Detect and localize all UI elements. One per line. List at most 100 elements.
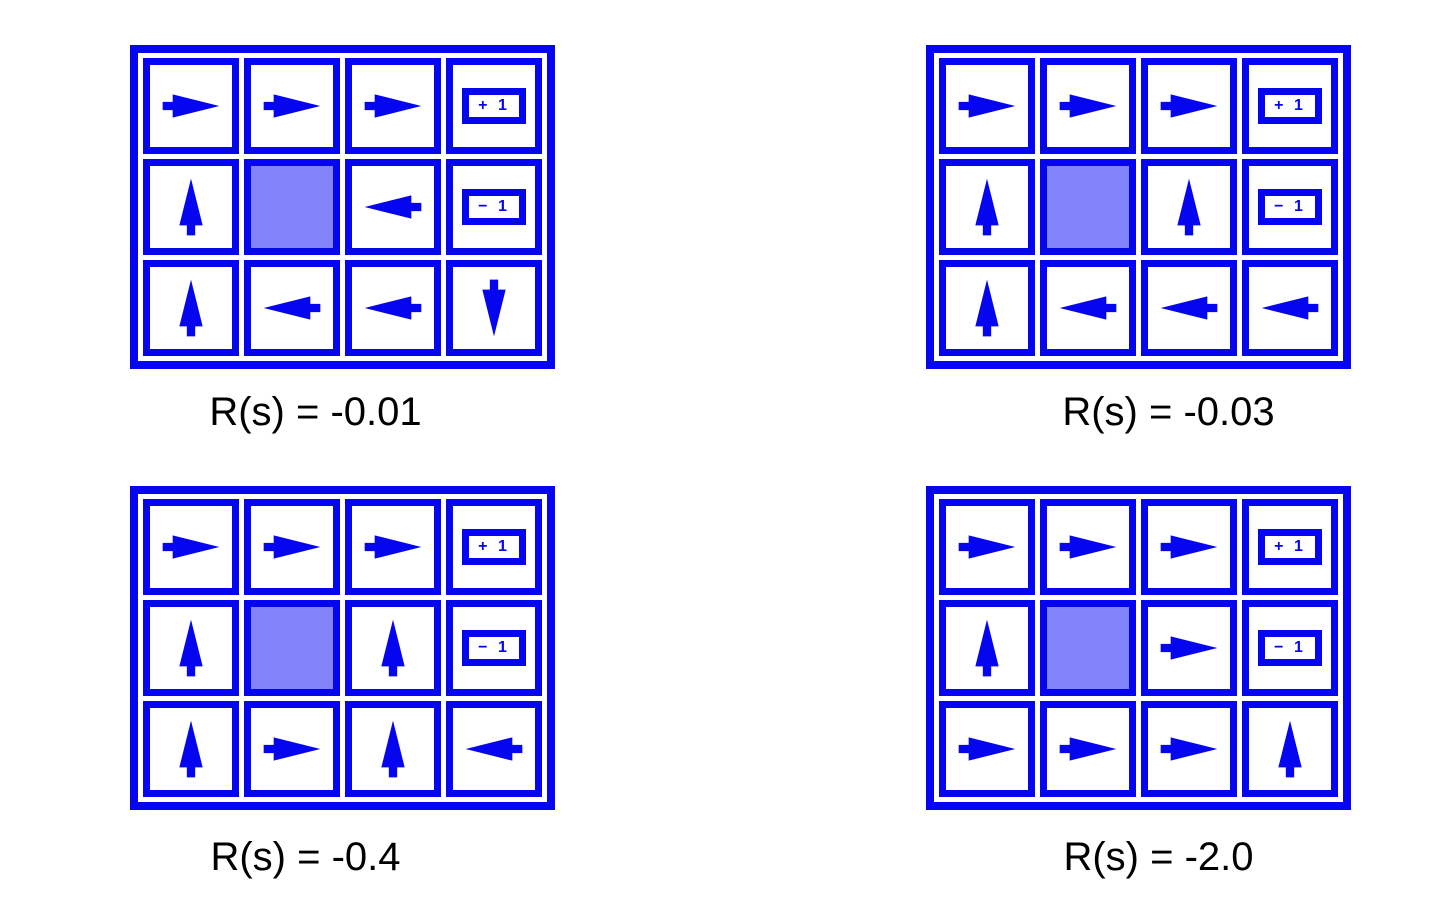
grid-cell: + 1 [446,499,542,595]
grid-cell [1141,159,1237,255]
grid-cell [244,701,340,797]
arrow-up-icon [975,178,999,236]
blocked-cell [244,159,340,255]
arrow-right-icon [958,94,1016,118]
terminal-plus-one: + 1 [1258,88,1322,124]
blocked-cell [1040,600,1136,696]
grid-cell: − 1 [1242,159,1338,255]
arrow-right-icon [364,535,422,559]
blocked-cell [244,600,340,696]
grid-cell: + 1 [1242,499,1338,595]
grid-cell [244,260,340,356]
grid-cell [1040,58,1136,154]
policy-grid-2: + 1 − 1 [926,45,1351,369]
arrow-right-icon [1160,737,1218,761]
terminal-plus-one: + 1 [462,88,526,124]
grid-cell: + 1 [446,58,542,154]
terminal-minus-one: − 1 [462,630,526,666]
arrow-up-icon [975,279,999,337]
grid-cell [345,499,441,595]
reward-label: R(s) = -0.03 [1062,390,1275,434]
arrow-right-icon [958,535,1016,559]
policy-grid-3: + 1 − 1 [130,486,555,810]
grid-cell [1141,58,1237,154]
grid-cell [143,499,239,595]
grid-cell [939,260,1035,356]
arrow-right-icon [1059,535,1117,559]
grid-cell [939,701,1035,797]
arrow-right-icon [1059,94,1117,118]
grid-cell [939,159,1035,255]
grid-cell [446,701,542,797]
arrow-right-icon [364,94,422,118]
grid-cell [1141,499,1237,595]
grid-cell [143,260,239,356]
grid-cell [446,260,542,356]
grid-cell [1141,260,1237,356]
terminal-plus-one: + 1 [462,529,526,565]
arrow-up-icon [179,279,203,337]
arrow-up-icon [975,619,999,677]
arrow-right-icon [162,94,220,118]
arrow-right-icon [162,535,220,559]
grid-cell [1141,701,1237,797]
grid-cell [939,600,1035,696]
arrow-right-icon [958,737,1016,761]
arrow-up-icon [1278,720,1302,778]
arrow-right-icon [263,737,321,761]
arrow-right-icon [1160,636,1218,660]
blocked-cell [1040,159,1136,255]
grid-cell: − 1 [446,159,542,255]
grid-cell [244,58,340,154]
arrow-left-icon [364,195,422,219]
grid-cell [143,600,239,696]
arrow-up-icon [381,619,405,677]
arrow-left-icon [1059,296,1117,320]
arrow-left-icon [263,296,321,320]
grid-cell [244,499,340,595]
grid-cell: − 1 [1242,600,1338,696]
terminal-minus-one: − 1 [462,189,526,225]
arrow-up-icon [179,720,203,778]
arrow-right-icon [1160,94,1218,118]
arrow-left-icon [465,737,523,761]
grid-cell [345,159,441,255]
grid-cell [939,58,1035,154]
grid-cell: + 1 [1242,58,1338,154]
arrow-left-icon [1160,296,1218,320]
grid-cell [1242,260,1338,356]
grid-cell [143,159,239,255]
policy-grid-1: + 1 − 1 [130,45,555,369]
arrow-right-icon [1160,535,1218,559]
arrow-down-icon [482,279,506,337]
grid-cell [345,58,441,154]
arrow-left-icon [364,296,422,320]
arrow-up-icon [1177,178,1201,236]
grid-cell [939,499,1035,595]
grid-cell [1242,701,1338,797]
arrow-right-icon [1059,737,1117,761]
reward-label: R(s) = -0.4 [210,835,401,879]
arrow-up-icon [179,619,203,677]
grid-cell [1040,499,1136,595]
policy-grid-4: + 1 − 1 [926,486,1351,810]
reward-label: R(s) = -0.01 [209,390,422,434]
arrow-up-icon [179,178,203,236]
arrow-right-icon [263,535,321,559]
grid-cell [1040,701,1136,797]
terminal-plus-one: + 1 [1258,529,1322,565]
arrow-right-icon [263,94,321,118]
grid-cell: − 1 [446,600,542,696]
grid-cell [1040,260,1136,356]
grid-cell [345,600,441,696]
arrow-left-icon [1261,296,1319,320]
terminal-minus-one: − 1 [1258,189,1322,225]
terminal-minus-one: − 1 [1258,630,1322,666]
grid-cell [345,260,441,356]
grid-cell [1141,600,1237,696]
grid-cell [345,701,441,797]
arrow-up-icon [381,720,405,778]
reward-label: R(s) = -2.0 [1063,835,1254,879]
grid-cell [143,58,239,154]
grid-cell [143,701,239,797]
